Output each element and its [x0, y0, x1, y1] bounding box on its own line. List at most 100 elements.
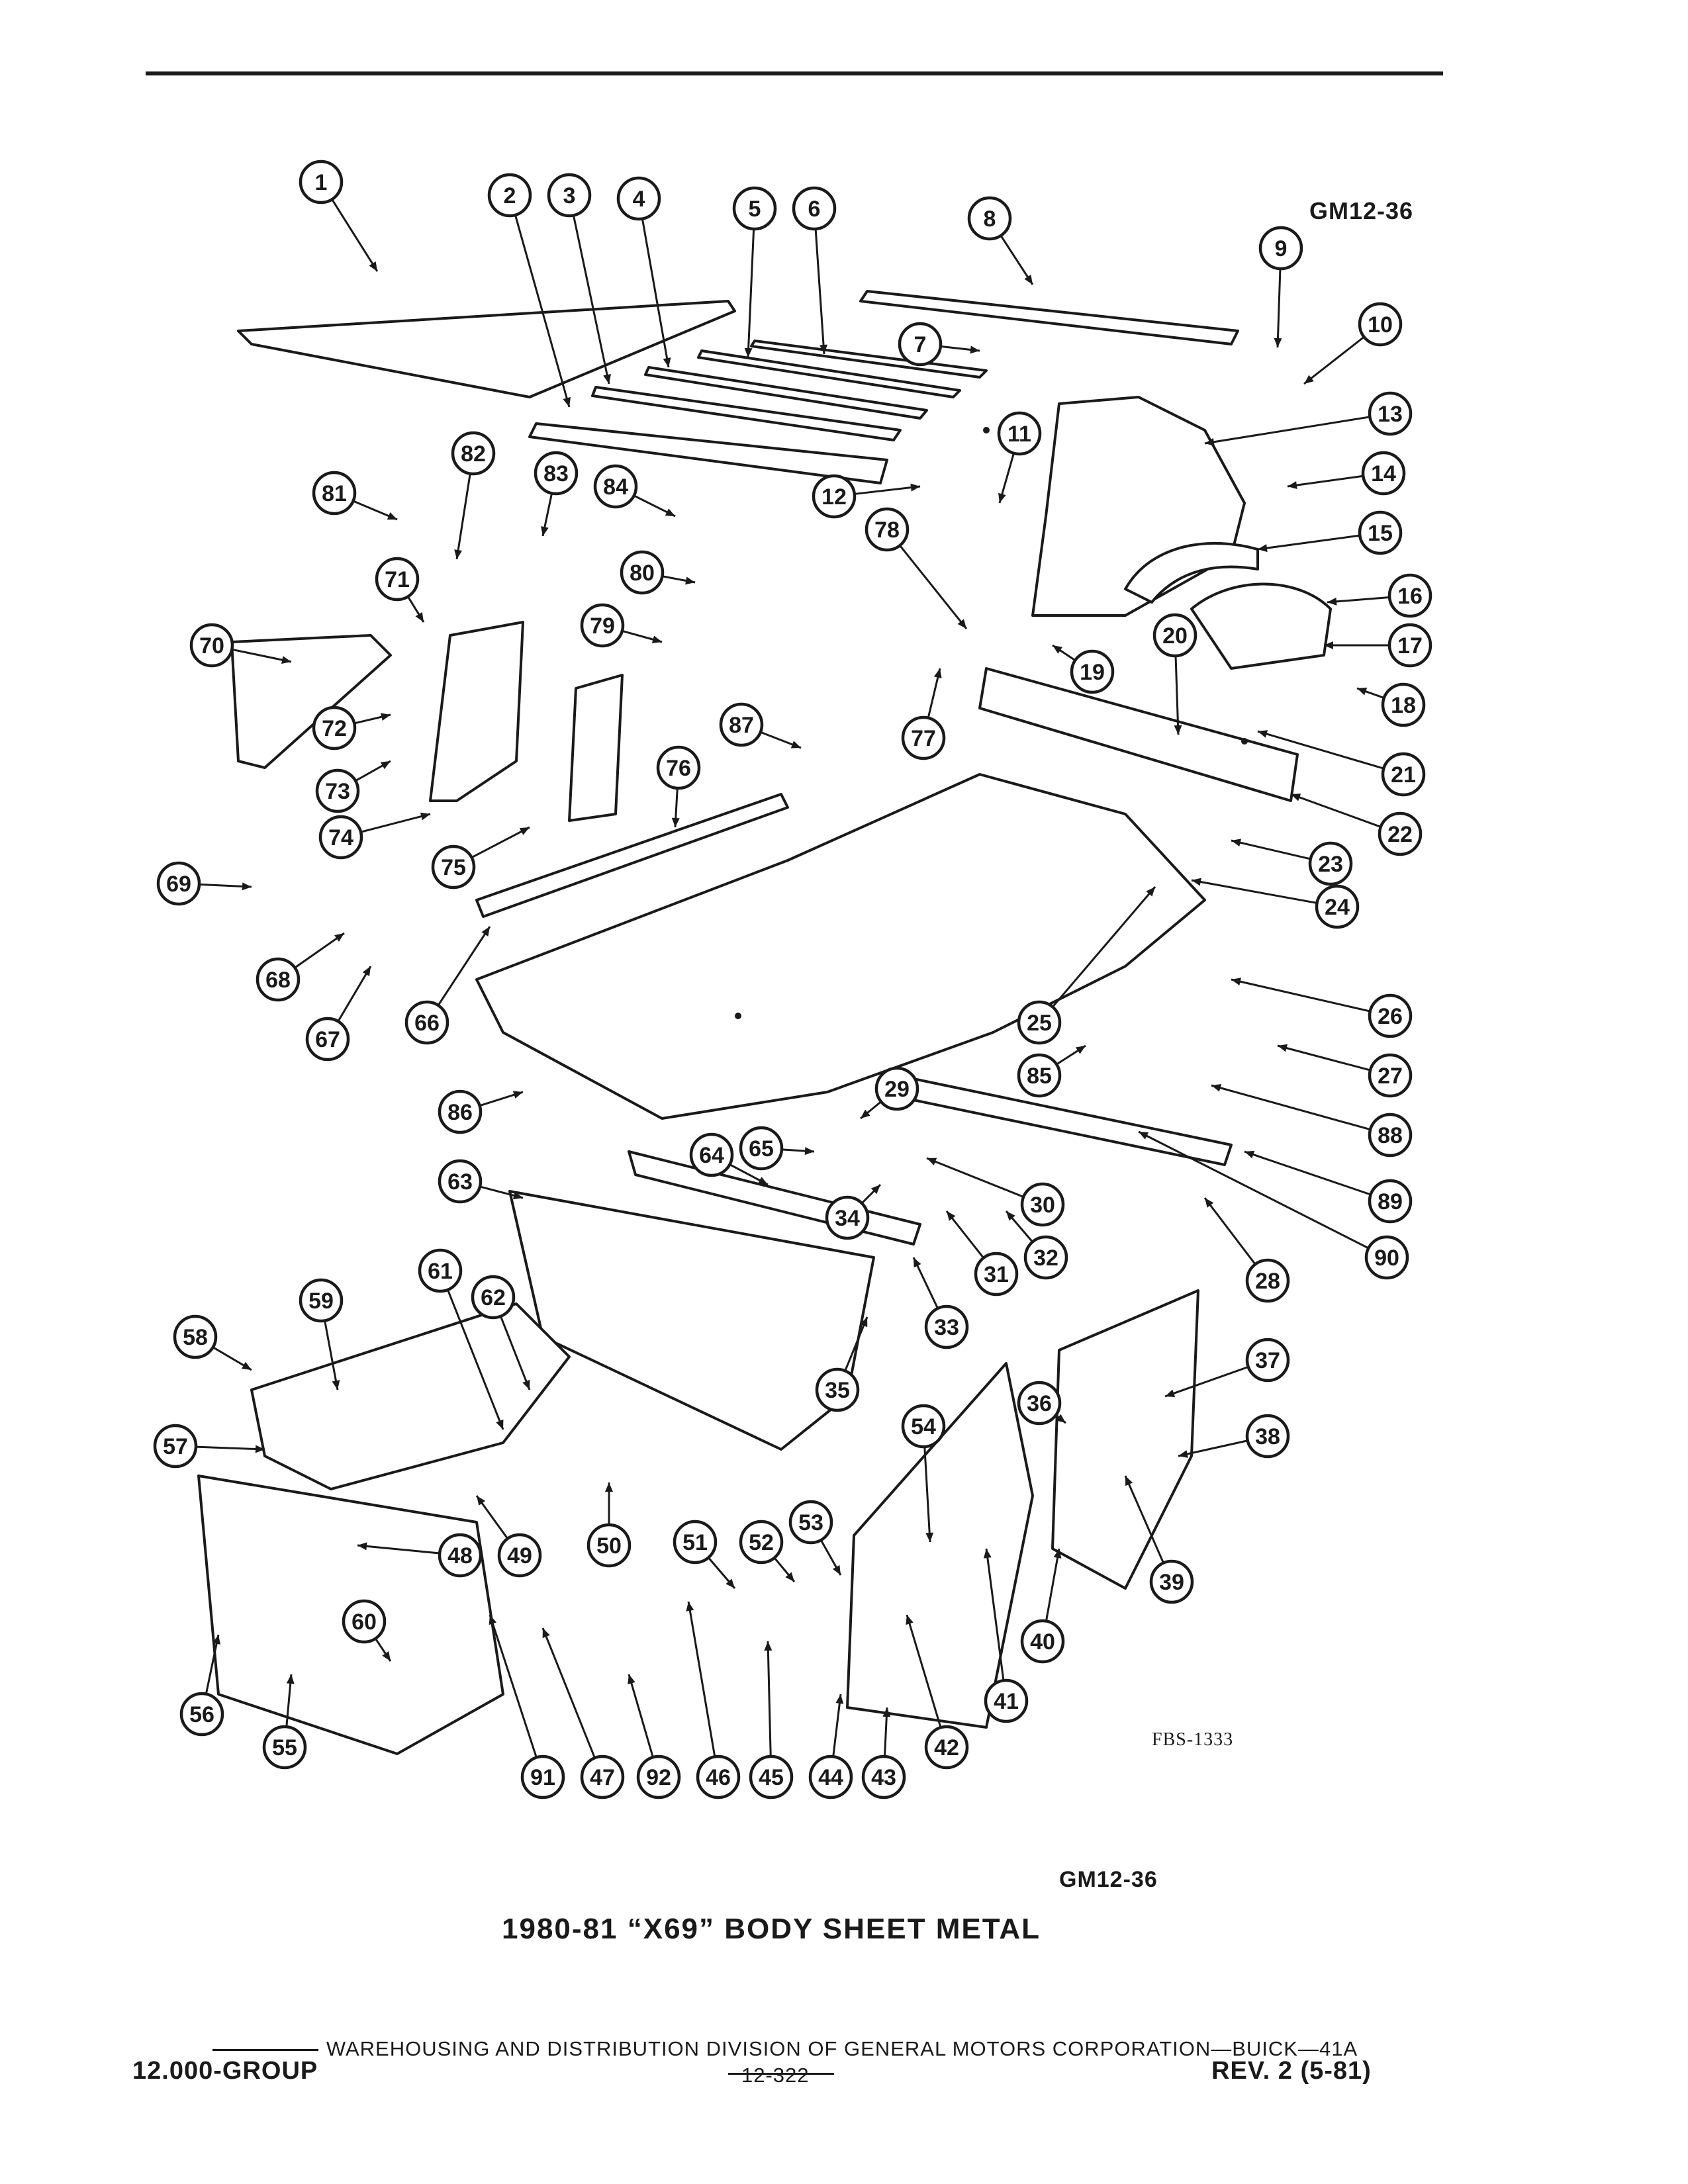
callout-leader-28: [1203, 1197, 1256, 1265]
callout-1: 1: [299, 159, 344, 205]
callout-arrowhead-12: [910, 483, 920, 492]
callout-arrowhead-28: [1205, 1198, 1214, 1208]
pillar-b: [568, 674, 624, 822]
callout-arrowhead-44: [835, 1694, 844, 1704]
callout-arrowhead-92: [628, 1674, 635, 1685]
callout-circle-39: [1149, 1559, 1194, 1604]
callout-leader-40: [1045, 1548, 1060, 1621]
callout-leader-68: [294, 932, 345, 969]
callout-number-35: 35: [825, 1378, 850, 1403]
front-door: [846, 1362, 1034, 1729]
callout-arrowhead-59: [332, 1380, 340, 1390]
callout-arrowhead-89: [1244, 1150, 1255, 1159]
callout-leader-6: [814, 228, 825, 355]
callout-number-55: 55: [272, 1735, 297, 1760]
callout-leader-70: [232, 648, 292, 663]
callout-leader-74: [360, 813, 431, 833]
callout-arrowhead-75: [519, 827, 530, 835]
callout-circle-55: [262, 1725, 307, 1770]
callout-number-3: 3: [563, 183, 576, 208]
callout-arrowhead-19: [1053, 645, 1062, 654]
callout-89: 89: [1368, 1179, 1413, 1224]
figure-ref-top: GM12-36: [1309, 197, 1414, 224]
rear-end-panel: [978, 667, 1299, 802]
callout-leader-91: [489, 1614, 538, 1758]
callout-leader-37: [1164, 1365, 1249, 1398]
callout-leader-67: [337, 966, 372, 1023]
callout-arrowhead-47: [542, 1628, 550, 1639]
callout-number-39: 39: [1159, 1570, 1184, 1595]
roof-bow-strip: [528, 422, 888, 484]
callout-number-11: 11: [1008, 422, 1031, 447]
callout-circle-27: [1368, 1053, 1413, 1098]
callout-69: 69: [156, 861, 201, 906]
callout-42: 42: [924, 1725, 969, 1770]
callout-73: 73: [315, 768, 360, 813]
callout-87: 87: [719, 702, 764, 747]
callout-22: 22: [1378, 811, 1423, 856]
callout-number-89: 89: [1378, 1189, 1403, 1214]
callout-arrowhead-10: [1304, 375, 1314, 384]
callout-leader-21: [1257, 730, 1384, 770]
callout-circle-10: [1358, 302, 1403, 347]
callout-circle-65: [739, 1126, 784, 1171]
callout-arrowhead-50: [605, 1482, 613, 1492]
callout-circle-72: [312, 705, 357, 751]
callout-number-82: 82: [461, 441, 486, 467]
callout-number-65: 65: [749, 1136, 774, 1161]
callout-circle-13: [1368, 391, 1413, 436]
callout-91: 91: [520, 1754, 565, 1799]
callout-circle-54: [901, 1404, 946, 1449]
callout-number-72: 72: [322, 716, 347, 741]
callout-number-7: 7: [914, 332, 927, 357]
callout-arrowhead-24: [1192, 878, 1201, 886]
callout-arrowhead-34: [870, 1185, 880, 1195]
callout-leader-27: [1277, 1044, 1371, 1071]
callout-circle-44: [808, 1754, 853, 1799]
callout-circle-5: [732, 186, 777, 231]
callout-circle-62: [471, 1275, 516, 1320]
callout-9: 9: [1258, 226, 1303, 271]
callout-86: 86: [438, 1089, 483, 1134]
callout-number-87: 87: [729, 713, 754, 738]
callout-20: 20: [1152, 613, 1197, 658]
callout-circle-80: [620, 550, 665, 595]
callout-arrowhead-74: [420, 812, 430, 821]
callout-leader-25: [1051, 886, 1156, 1008]
callout-arrowhead-68: [334, 933, 344, 942]
callout-40: 40: [1020, 1619, 1065, 1664]
callout-leader-8: [1000, 235, 1034, 285]
callout-arrowhead-16: [1327, 597, 1337, 606]
callout-arrowhead-52: [785, 1572, 794, 1582]
callout-leader-15: [1257, 534, 1360, 551]
callout-number-62: 62: [481, 1285, 506, 1310]
callout-number-29: 29: [884, 1077, 910, 1102]
callout-arrowhead-43: [882, 1707, 891, 1717]
callout-circle-47: [580, 1754, 625, 1799]
callout-61: 61: [418, 1248, 463, 1293]
callout-arrowhead-80: [685, 576, 695, 585]
callout-leader-16: [1327, 596, 1390, 604]
callout-number-15: 15: [1368, 521, 1393, 546]
callout-44: 44: [808, 1754, 853, 1799]
callout-circle-28: [1245, 1258, 1290, 1303]
callout-arrowhead-87: [790, 741, 801, 749]
callout-circle-2: [487, 173, 532, 218]
callout-62: 62: [471, 1275, 516, 1320]
callout-leader-14: [1287, 475, 1364, 488]
callout-number-91: 91: [530, 1765, 555, 1790]
callout-number-61: 61: [428, 1259, 453, 1284]
callout-number-92: 92: [646, 1765, 671, 1790]
callout-number-71: 71: [385, 567, 410, 592]
callout-circle-30: [1020, 1182, 1065, 1227]
callout-number-24: 24: [1325, 895, 1350, 920]
callout-number-47: 47: [590, 1765, 615, 1790]
callout-arrowhead-86: [512, 1091, 523, 1099]
callout-leader-13: [1204, 416, 1370, 445]
callout-56: 56: [179, 1692, 224, 1737]
callout-leader-45: [767, 1641, 772, 1757]
callout-circle-68: [256, 957, 301, 1002]
callout-37: 37: [1245, 1338, 1290, 1383]
callout-arrowhead-79: [651, 635, 662, 644]
callout-circle-79: [580, 603, 625, 648]
